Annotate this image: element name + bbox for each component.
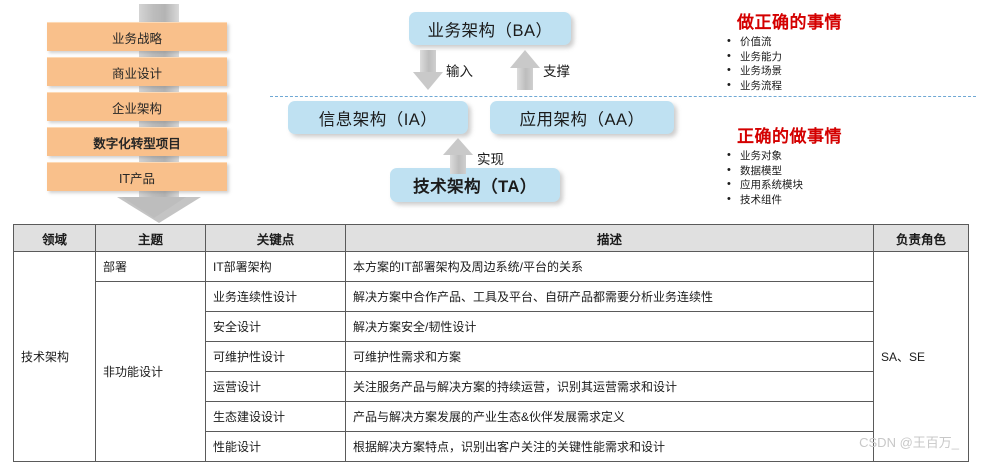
cell-keypoint: 安全设计 xyxy=(205,311,346,342)
funnel-item-enterprise-architecture[interactable]: 企业架构 xyxy=(47,92,227,121)
cell-topic-nonfunctional: 非功能设计 xyxy=(95,281,206,462)
funnel-item-label: IT产品 xyxy=(118,171,156,186)
arrow-tip xyxy=(443,138,473,155)
table-row: 非功能设计 业务连续性设计 解决方案中合作产品、工具及平台、自研产品都需要分析业… xyxy=(14,281,969,462)
funnel-item-label: 商业设计 xyxy=(111,66,162,81)
cell-keypoint: IT部署架构 xyxy=(205,251,346,282)
arrow-down-icon xyxy=(413,50,443,90)
arrow-up-realize-icon xyxy=(443,138,473,174)
funnel-item-label: 业务战略 xyxy=(111,31,162,46)
list-item: 应用系统模块 xyxy=(724,177,842,193)
arrow-label-realize: 实现 xyxy=(477,152,504,167)
arch-box-label: 技术架构（TA） xyxy=(413,178,537,196)
funnel-arrow-head-inner xyxy=(122,197,186,218)
cell-description: 产品与解决方案发展的产业生态&伙伴发展需求定义 xyxy=(345,401,874,432)
table-row: 性能设计 根据解决方案特点，识别出客户关注的关键性能需求和设计 xyxy=(14,431,969,462)
column-header-role: 负责角色 xyxy=(873,224,969,252)
panel-do-right-things: 做正确的事情 价值流 业务能力 业务场景 业务流程 xyxy=(724,8,842,93)
arrow-tip xyxy=(413,72,443,90)
table-row: 技术架构 部署 IT部署架构 本方案的IT部署架构及周边系统/平台的关系 SA、… xyxy=(13,251,969,462)
dashed-divider xyxy=(270,96,976,97)
cell-description: 关注服务产品与解决方案的持续运营，识别其运营需求和设计 xyxy=(345,371,874,402)
cell-keypoint: 可维护性设计 xyxy=(205,341,346,372)
arrow-stem xyxy=(420,50,436,73)
list-item: 业务场景 xyxy=(724,63,842,79)
panel-bullet-list: 价值流 业务能力 业务场景 业务流程 xyxy=(724,34,842,94)
funnel-item-it-product[interactable]: IT产品 xyxy=(47,162,227,191)
list-item: 业务流程 xyxy=(724,78,842,94)
arch-box-label: 信息架构（IA） xyxy=(318,110,438,129)
list-item: 技术组件 xyxy=(724,192,842,208)
arrow-stem xyxy=(450,153,466,174)
architecture-deliverables-table: 领域 主题 关键点 描述 负责角色 技术架构 部署 IT部署架构 本方案的IT部… xyxy=(13,224,969,462)
strategy-funnel: 业务战略 商业设计 企业架构 数字化转型项目 IT产品 xyxy=(44,4,244,223)
arrow-up-icon xyxy=(510,50,540,90)
cell-topic-deployment: 部署 xyxy=(95,251,206,282)
arrow-label-input: 输入 xyxy=(446,64,473,79)
cell-description: 根据解决方案特点，识别出客户关注的关键性能需求和设计 xyxy=(345,431,874,462)
list-item: 业务对象 xyxy=(724,148,842,164)
panel-title: 正确的做事情 xyxy=(737,127,842,146)
cell-description: 可维护性需求和方案 xyxy=(345,341,874,372)
diagram-area: 业务战略 商业设计 企业架构 数字化转型项目 IT产品 业务架构（BA） 信息架… xyxy=(0,0,981,223)
cell-role: SA、SE xyxy=(873,251,969,462)
cell-keypoint: 生态建设设计 xyxy=(205,401,346,432)
arch-box-business-architecture[interactable]: 业务架构（BA） xyxy=(409,12,571,45)
table-row: 可维护性设计 可维护性需求和方案 xyxy=(14,341,969,372)
list-item: 业务能力 xyxy=(724,49,842,65)
cell-keypoint: 运营设计 xyxy=(205,371,346,402)
cell-description: 本方案的IT部署架构及周边系统/平台的关系 xyxy=(345,251,874,282)
cell-keypoint: 性能设计 xyxy=(205,431,346,462)
arrow-stem xyxy=(517,67,533,90)
column-header-description: 描述 xyxy=(345,224,874,252)
table-header-row: 领域 主题 关键点 描述 负责角色 xyxy=(13,224,969,252)
table-row: 运营设计 关注服务产品与解决方案的持续运营，识别其运营需求和设计 xyxy=(14,371,969,402)
column-header-keypoint: 关键点 xyxy=(205,224,346,252)
arch-box-information-architecture[interactable]: 信息架构（IA） xyxy=(288,101,468,134)
panel-do-things-right: 正确的做事情 业务对象 数据模型 应用系统模块 技术组件 xyxy=(724,122,842,207)
arch-box-technical-architecture[interactable]: 技术架构（TA） xyxy=(390,168,560,202)
column-header-topic: 主题 xyxy=(95,224,206,252)
table-body: 技术架构 部署 IT部署架构 本方案的IT部署架构及周边系统/平台的关系 SA、… xyxy=(13,251,969,462)
arrow-tip xyxy=(510,50,540,68)
arch-box-label: 业务架构（BA） xyxy=(427,21,553,40)
table-header: 领域 主题 关键点 描述 负责角色 xyxy=(13,224,969,252)
funnel-item-business-strategy[interactable]: 业务战略 xyxy=(47,22,227,51)
cell-description: 解决方案中合作产品、工具及平台、自研产品都需要分析业务连续性 xyxy=(345,281,874,312)
funnel-item-business-design[interactable]: 商业设计 xyxy=(47,57,227,86)
column-header-domain: 领域 xyxy=(13,224,96,252)
funnel-item-digital-transformation-project[interactable]: 数字化转型项目 xyxy=(47,127,227,156)
cell-description: 解决方案安全/韧性设计 xyxy=(345,311,874,342)
list-item: 数据模型 xyxy=(724,163,842,179)
arch-box-label: 应用架构（AA） xyxy=(519,110,645,129)
funnel-item-label: 数字化转型项目 xyxy=(93,136,181,151)
panel-title: 做正确的事情 xyxy=(737,13,842,32)
cell-domain: 技术架构 xyxy=(13,251,96,462)
cell-keypoint: 业务连续性设计 xyxy=(205,281,346,312)
table-row: 生态建设设计 产品与解决方案发展的产业生态&伙伴发展需求定义 xyxy=(14,401,969,432)
arrow-label-support: 支撑 xyxy=(543,64,570,79)
arch-box-application-architecture[interactable]: 应用架构（AA） xyxy=(490,101,674,134)
list-item: 价值流 xyxy=(724,34,842,50)
table-row: 安全设计 解决方案安全/韧性设计 xyxy=(14,311,969,342)
funnel-item-label: 企业架构 xyxy=(111,101,162,116)
architecture-diagram: 业务架构（BA） 信息架构（IA） 应用架构（AA） 技术架构（TA） 输入 支… xyxy=(262,0,682,218)
panel-bullet-list: 业务对象 数据模型 应用系统模块 技术组件 xyxy=(724,148,842,208)
